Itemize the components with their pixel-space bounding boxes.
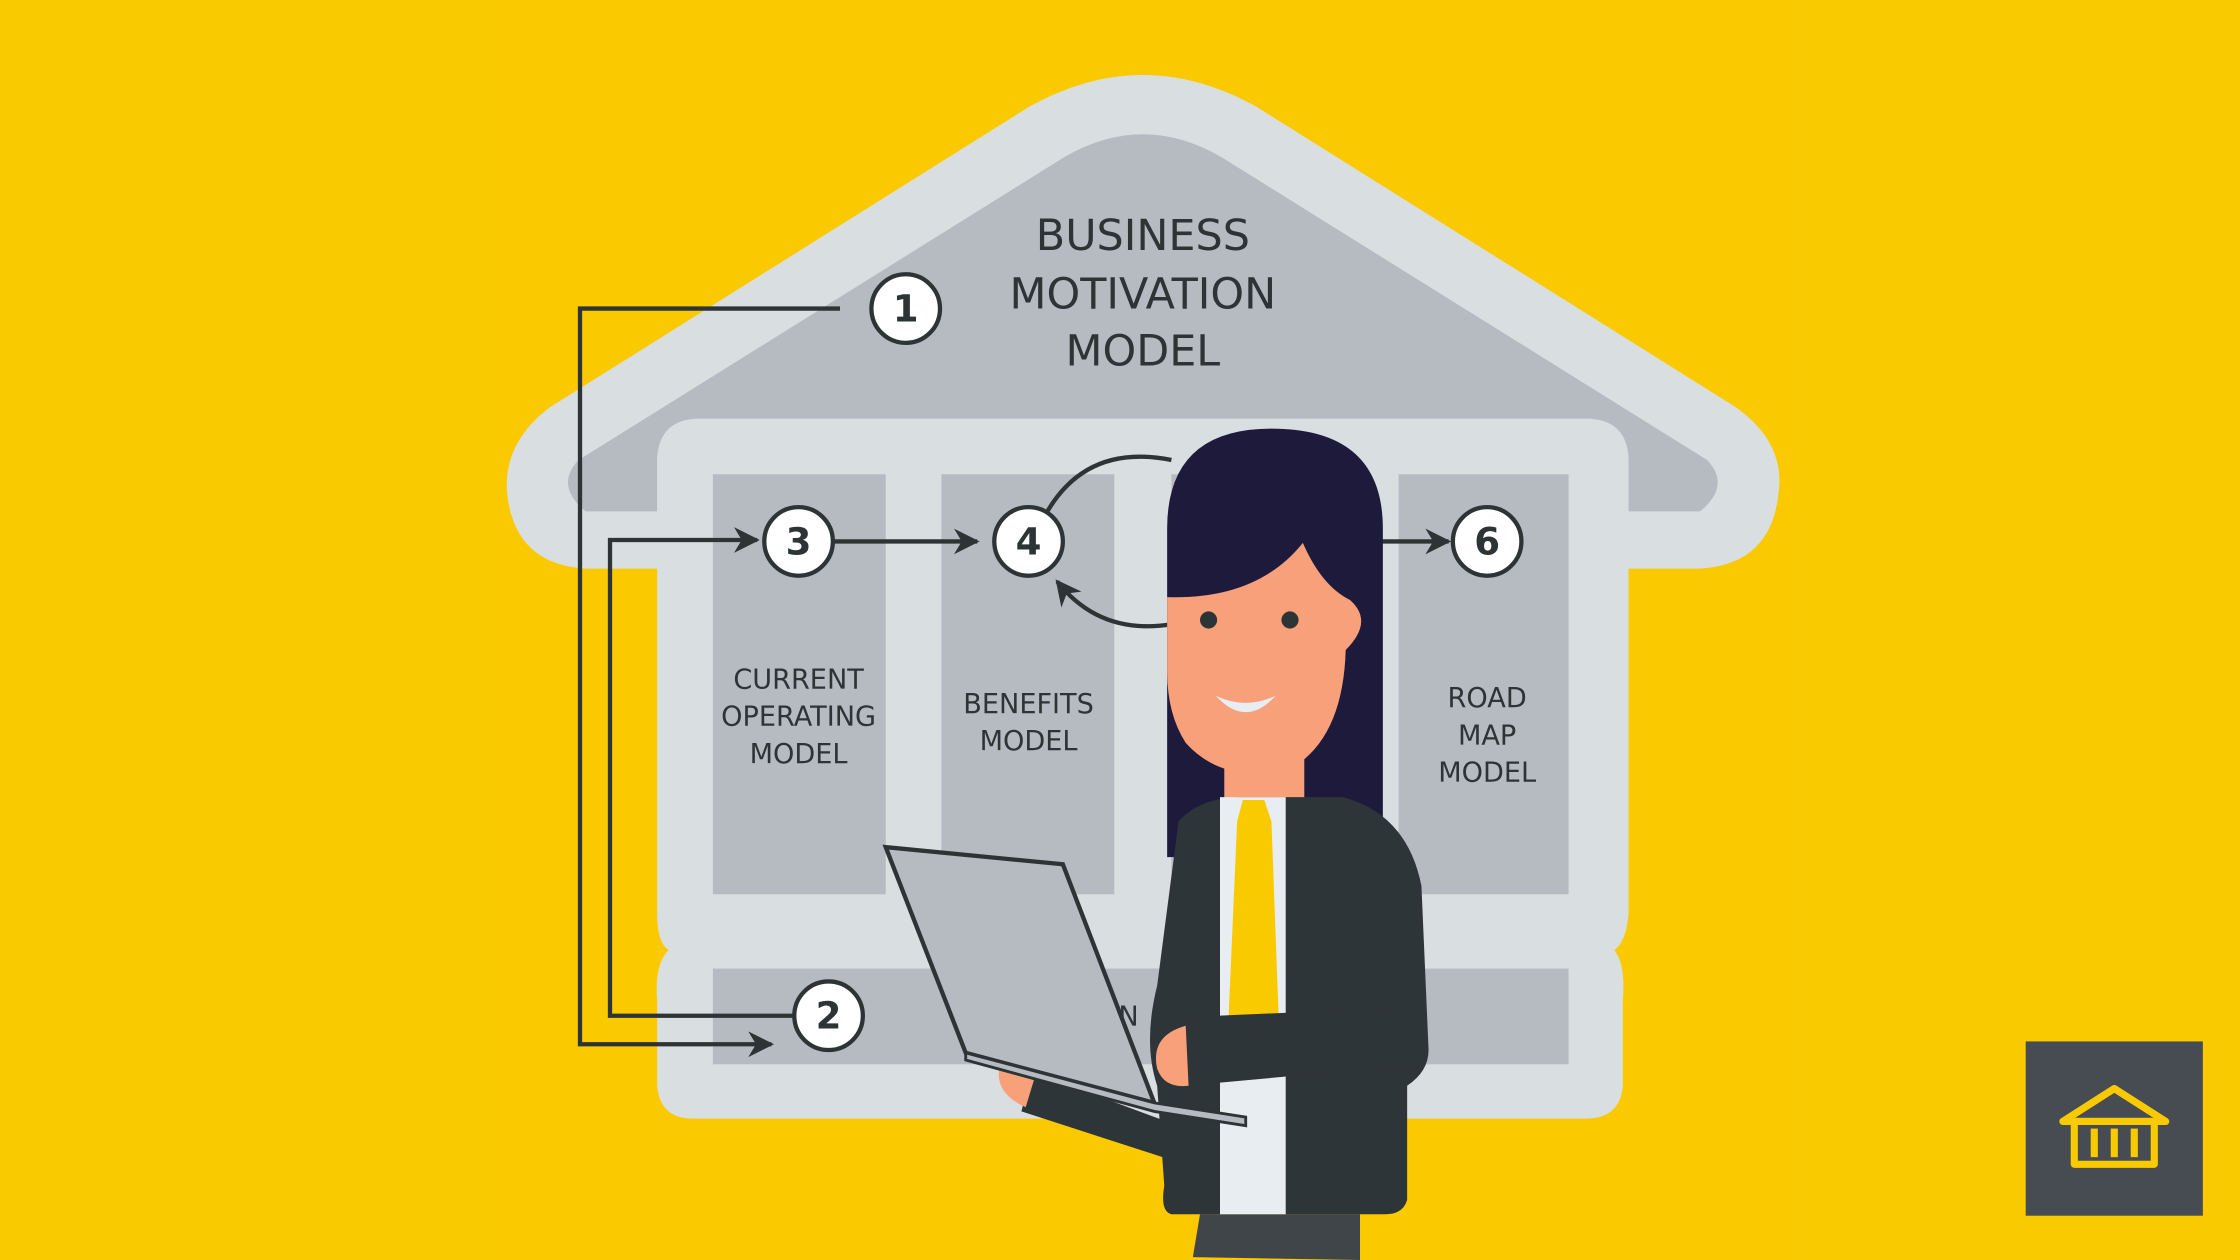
svg-text:CURRENT: CURRENT xyxy=(733,665,864,696)
title: BUSINESS MOTIVATION MODEL xyxy=(1010,211,1277,377)
step-4: 4 xyxy=(992,505,1065,578)
laptop-base xyxy=(964,1051,1248,1128)
arm-left xyxy=(1021,1071,1186,1160)
legs xyxy=(1192,1214,1360,1260)
svg-text:MODEL: MODEL xyxy=(1066,327,1221,377)
loop-arc-top xyxy=(1043,454,1172,516)
step-markers: 1 2 3 4 6 xyxy=(762,272,1524,1053)
corner-logo xyxy=(2025,1041,2203,1216)
face xyxy=(1167,542,1362,774)
column-labels: CURRENT OPERATING MODEL BENEFITS MODEL R… xyxy=(721,665,1536,1033)
connectors xyxy=(577,306,1452,1058)
step-6: 6 xyxy=(1450,505,1524,578)
step-1: 1 xyxy=(869,272,943,345)
smile xyxy=(1215,695,1276,713)
svg-text:MODEL: MODEL xyxy=(750,739,848,770)
eye-right xyxy=(1281,611,1299,629)
loop-arc-bottom xyxy=(1055,579,1172,629)
svg-text:MAP: MAP xyxy=(1458,720,1516,751)
svg-text:6: 6 xyxy=(1474,520,1500,563)
hand-right xyxy=(1155,1025,1189,1087)
svg-text:ROAD: ROAD xyxy=(1448,683,1527,714)
svg-text:2: 2 xyxy=(816,995,842,1038)
step-3: 3 xyxy=(762,505,835,578)
arrow-1-to-2 xyxy=(577,306,840,1058)
arm xyxy=(1185,1007,1422,1086)
svg-text:3: 3 xyxy=(786,520,812,563)
svg-text:MOTIVATION: MOTIVATION xyxy=(1010,270,1277,320)
businesswoman-illustration xyxy=(882,428,1429,1260)
svg-text:1: 1 xyxy=(893,287,919,330)
bank-building-icon xyxy=(2059,1085,2170,1168)
step-2: 2 xyxy=(792,979,865,1053)
svg-text:MODEL: MODEL xyxy=(980,726,1078,757)
eye-left xyxy=(1200,611,1218,629)
svg-text:4: 4 xyxy=(1016,520,1042,563)
house xyxy=(506,75,1780,1119)
jacket xyxy=(1150,797,1429,1215)
svg-text:OPERATING: OPERATING xyxy=(721,702,876,733)
svg-text:MODEL: MODEL xyxy=(1438,757,1536,788)
roof xyxy=(567,134,1718,512)
svg-text:BENEFITS: BENEFITS xyxy=(963,689,1094,720)
arrow-2-to-3 xyxy=(607,527,795,1018)
tie xyxy=(1228,800,1279,1018)
svg-text:BUSINESS: BUSINESS xyxy=(1036,211,1250,261)
